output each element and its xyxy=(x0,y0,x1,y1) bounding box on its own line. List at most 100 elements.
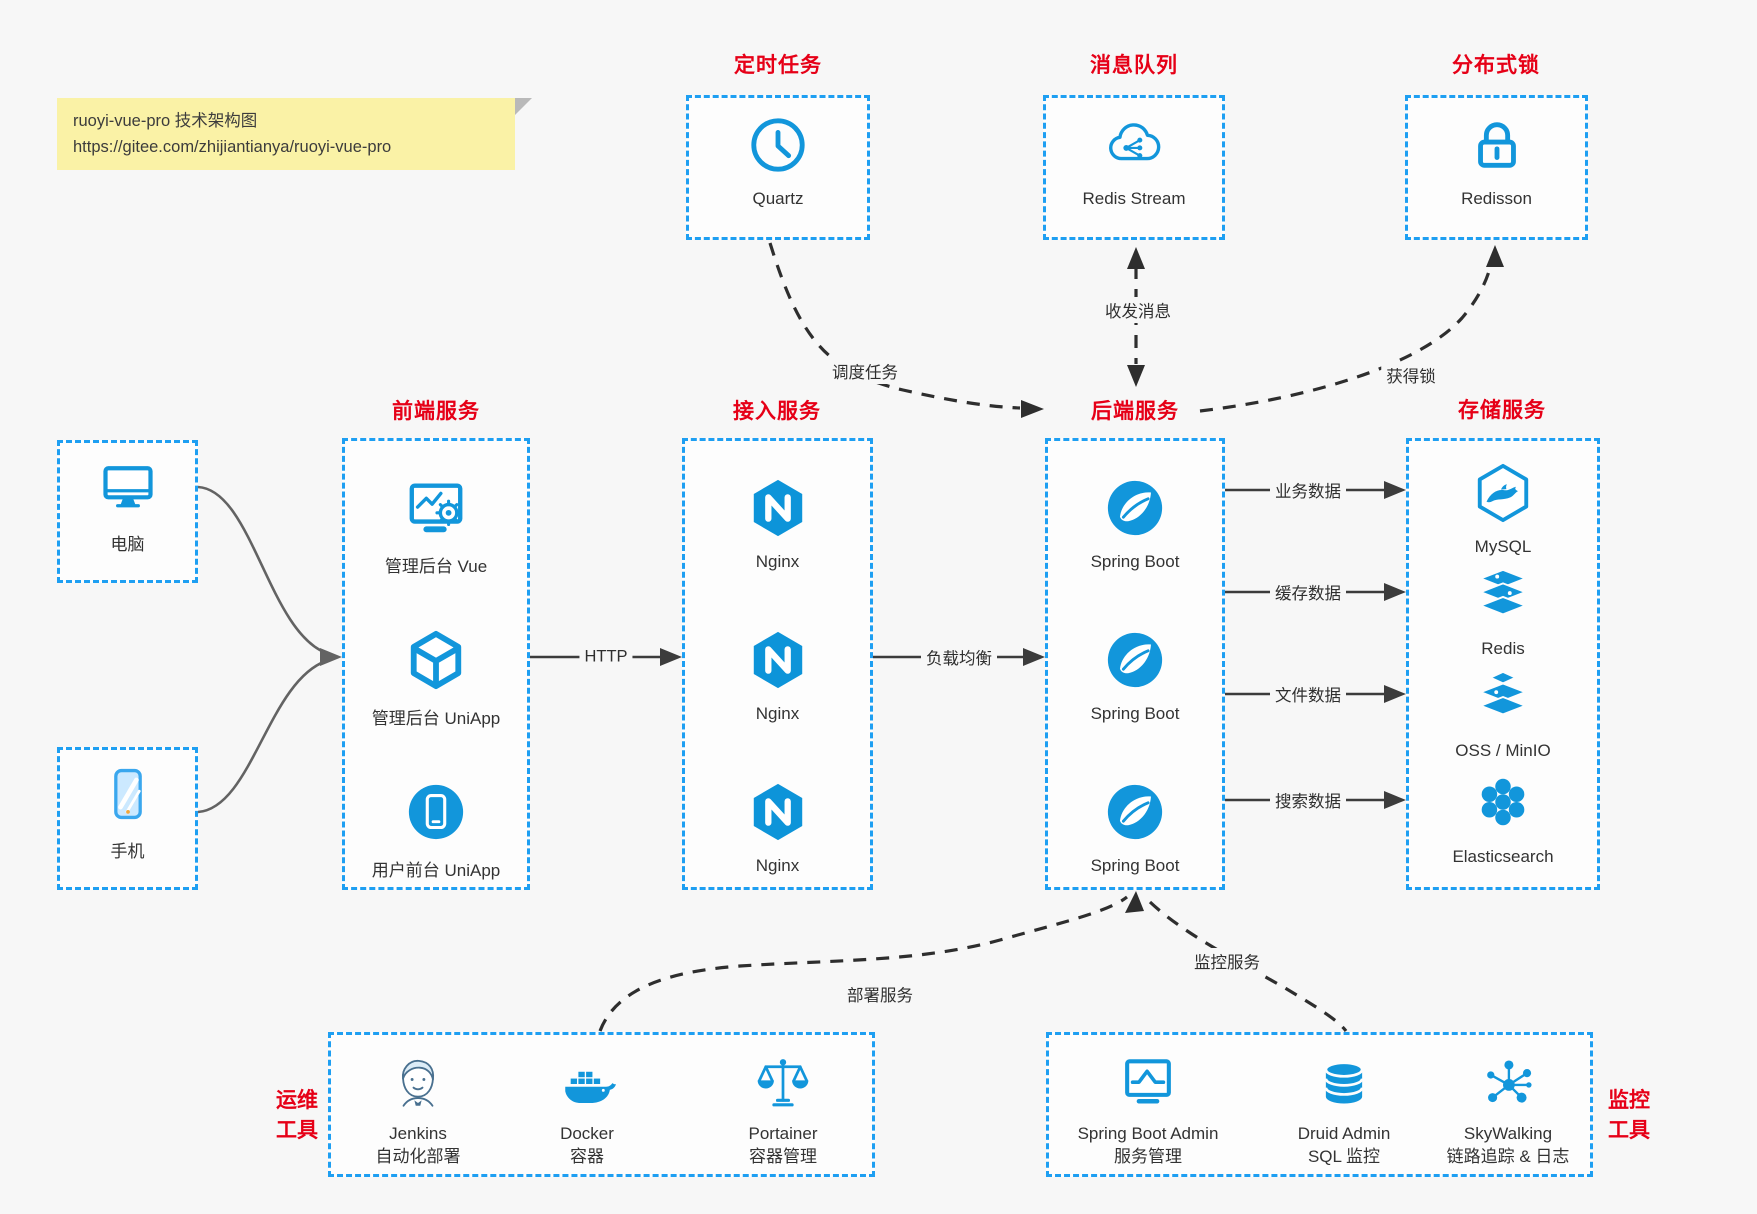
backend-box: Spring Boot Spring Boot Spring Boot xyxy=(1045,438,1225,890)
skywalking-desc: 链路追踪 & 日志 xyxy=(1446,1147,1570,1166)
spring-boot-admin-label: Spring Boot Admin xyxy=(1077,1124,1219,1143)
admin-vue-icon xyxy=(404,477,468,544)
monitor-tools-title: 监控 工具 xyxy=(1608,1089,1650,1142)
access-title: 接入服务 xyxy=(733,400,821,423)
access-box: Nginx Nginx Nginx xyxy=(682,438,873,890)
pc-to-frontend-line xyxy=(197,485,327,655)
distributed-lock-title: 分布式锁 xyxy=(1452,54,1540,77)
spring-icon xyxy=(1104,477,1166,544)
redisson-label: Redisson xyxy=(1461,189,1532,208)
load-balance-arrowhead xyxy=(1023,648,1045,666)
druid-admin-desc: SQL 监控 xyxy=(1307,1147,1381,1166)
send-receive-up-arrowhead xyxy=(1127,247,1145,269)
scheduled-job-title: 定时任务 xyxy=(734,54,822,77)
skywalking-icon xyxy=(1479,1060,1537,1117)
schedule-job-label: 调度任务 xyxy=(827,358,903,384)
note-url: https://gitee.com/zhijiantianya/ruoyi-vu… xyxy=(73,138,392,156)
note-title: ruoyi-vue-pro 技术架构图 xyxy=(73,112,258,130)
portainer-icon xyxy=(754,1059,812,1117)
sticky-note: ruoyi-vue-pro 技术架构图 https://gitee.com/zh… xyxy=(57,98,532,170)
monitor-service-label: 监控服务 xyxy=(1189,948,1265,974)
search-data-label: 搜索数据 xyxy=(1270,787,1346,813)
skywalking-label: SkyWalking xyxy=(1463,1124,1553,1143)
frontend-box: 管理后台 Vue 管理后台 UniApp 用户前台 UniApp xyxy=(342,438,530,890)
redis-label: Redis xyxy=(1481,639,1525,658)
admin-vue-label: 管理后台 Vue xyxy=(384,557,488,576)
mysql-label: MySQL xyxy=(1474,537,1532,556)
nginx-label: Nginx xyxy=(755,704,800,723)
docker-icon xyxy=(558,1071,616,1117)
nginx-label: Nginx xyxy=(755,856,800,875)
ops-tools-box: Jenkins 自动化部署 Docker 容器 xyxy=(328,1032,875,1177)
cache-data-label: 缓存数据 xyxy=(1270,579,1346,605)
acquire-lock-curve xyxy=(1199,263,1493,413)
jenkins-icon xyxy=(389,1059,447,1117)
monitor-tools-box: Spring Boot Admin 服务管理 Druid Admin SQL 监… xyxy=(1046,1032,1593,1177)
load-balance-label: 负载均衡 xyxy=(921,644,997,670)
nginx-icon xyxy=(747,781,809,848)
spring-icon xyxy=(1104,629,1166,696)
mobile-label: 手机 xyxy=(110,842,145,861)
http-arrowhead xyxy=(660,648,682,666)
mobile-app-icon xyxy=(405,781,467,848)
elasticsearch-label: Elasticsearch xyxy=(1452,847,1554,866)
portainer-desc: 容器管理 xyxy=(749,1147,817,1166)
spring-boot-admin-icon xyxy=(1119,1059,1177,1117)
http-label: HTTP xyxy=(579,646,633,668)
schedule-job-arrowhead xyxy=(1021,400,1044,418)
redis-stream-label: Redis Stream xyxy=(1082,189,1186,208)
deploy-service-arrowhead xyxy=(1125,891,1144,913)
jenkins-label: Jenkins xyxy=(389,1124,447,1143)
mobile-to-frontend-line xyxy=(197,659,327,814)
redis-icon xyxy=(1472,564,1534,631)
nginx-icon xyxy=(747,629,809,696)
distributed-lock-box: Redisson xyxy=(1405,95,1588,240)
file-data-label: 文件数据 xyxy=(1270,681,1346,707)
business-data-arrowhead xyxy=(1384,481,1406,499)
backend-title: 后端服务 xyxy=(1091,400,1179,423)
monitor-service-curve xyxy=(1148,900,1348,1033)
object-storage-icon xyxy=(1472,666,1534,733)
send-receive-down-arrowhead xyxy=(1127,365,1145,387)
ops-tools-title: 运维 工具 xyxy=(276,1089,318,1142)
admin-uniapp-label: 管理后台 UniApp xyxy=(371,709,501,728)
send-receive-label: 收发消息 xyxy=(1100,297,1176,323)
user-uniapp-label: 用户前台 UniApp xyxy=(371,861,501,880)
docker-desc: 容器 xyxy=(570,1147,604,1166)
oss-minio-label: OSS / MinIO xyxy=(1455,741,1551,760)
cache-data-arrowhead xyxy=(1384,583,1406,601)
frontend-title: 前端服务 xyxy=(392,400,480,423)
acquire-lock-arrowhead xyxy=(1486,245,1504,267)
spring-icon xyxy=(1104,781,1166,848)
cloud-stream-icon xyxy=(1102,114,1166,181)
frontend-arrowhead xyxy=(320,648,342,666)
pc-client-box: 电脑 xyxy=(57,440,198,583)
portainer-label: Portainer xyxy=(748,1124,818,1143)
file-data-arrowhead xyxy=(1384,685,1406,703)
lock-icon xyxy=(1466,114,1528,181)
mysql-icon xyxy=(1472,462,1534,529)
message-queue-title: 消息队列 xyxy=(1090,54,1178,77)
smartphone-icon xyxy=(98,764,158,829)
message-queue-box: Redis Stream xyxy=(1043,95,1225,240)
storage-box: MySQL Redis xyxy=(1406,438,1600,890)
pc-label: 电脑 xyxy=(110,535,145,554)
druid-admin-label: Druid Admin xyxy=(1297,1124,1391,1143)
nginx-icon xyxy=(747,477,809,544)
business-data-label: 业务数据 xyxy=(1270,477,1346,503)
acquire-lock-label: 获得锁 xyxy=(1381,362,1441,388)
desktop-icon xyxy=(98,457,158,522)
elasticsearch-icon xyxy=(1472,772,1534,839)
storage-title: 存储服务 xyxy=(1458,399,1546,422)
nginx-label: Nginx xyxy=(755,552,800,571)
uniapp-cube-icon xyxy=(405,629,467,696)
spring-boot-label: Spring Boot xyxy=(1090,552,1180,571)
search-data-arrowhead xyxy=(1384,791,1406,809)
spring-boot-label: Spring Boot xyxy=(1090,704,1180,723)
deploy-service-label: 部署服务 xyxy=(842,981,918,1007)
mobile-client-box: 手机 xyxy=(57,747,198,890)
scheduled-job-box: Quartz xyxy=(686,95,870,240)
spring-boot-admin-desc: 服务管理 xyxy=(1114,1147,1182,1166)
